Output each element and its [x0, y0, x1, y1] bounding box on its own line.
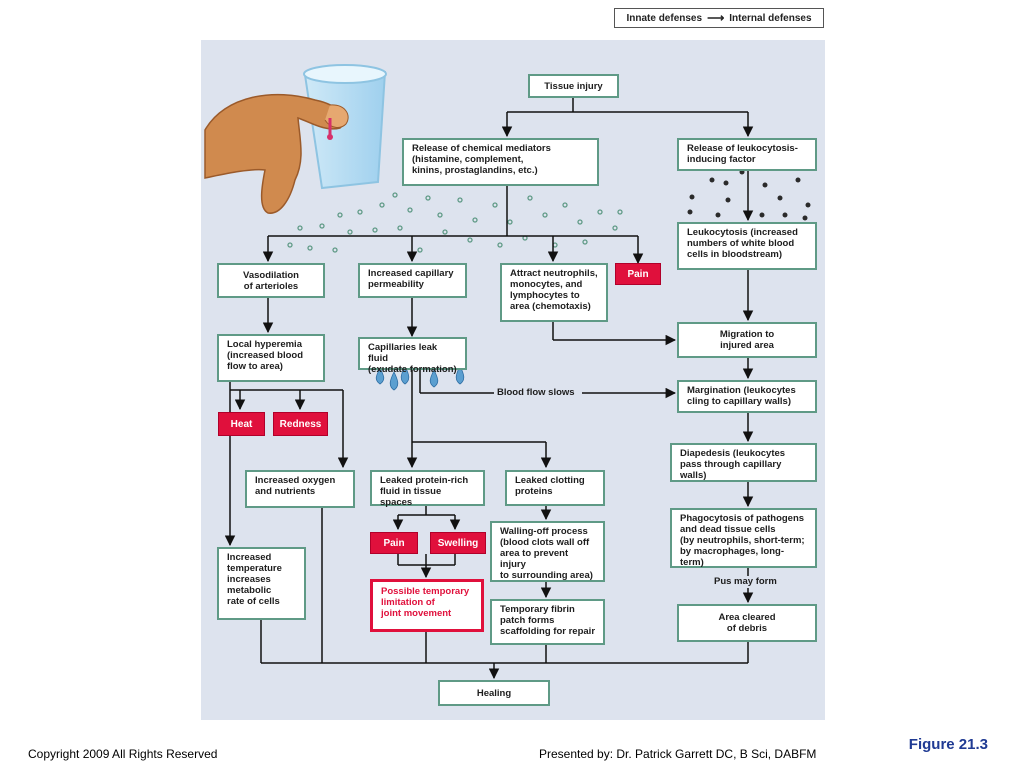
footer-copyright: Copyright 2009 All Rights Reserved — [28, 747, 218, 761]
node-vasodilation: Vasodilation of arterioles — [217, 263, 325, 298]
sign-swelling: Swelling — [430, 532, 486, 554]
legend: Innate defenses ⟶ Internal defenses — [614, 8, 824, 28]
node-leukocytosis-factor: Release of leukocytosis- inducing factor — [677, 138, 817, 171]
node-migration: Migration to injured area — [677, 322, 817, 358]
footer-presenter: Presented by: Dr. Patrick Garrett DC, B … — [539, 747, 817, 761]
node-leaked-clotting: Leaked clotting proteins — [505, 470, 605, 506]
node-diapedesis: Diapedesis (leukocytes pass through capi… — [670, 443, 817, 482]
node-leukocytosis: Leukocytosis (increased numbers of white… — [677, 222, 817, 270]
node-increased-oxygen: Increased oxygen and nutrients — [245, 470, 355, 508]
legend-arrow-icon: ⟶ — [707, 11, 725, 25]
node-joint-movement: Possible temporary limitation of joint m… — [370, 579, 484, 632]
node-local-hyperemia: Local hyperemia (increased blood flow to… — [217, 334, 325, 382]
node-leaked-protein: Leaked protein-rich fluid in tissue spac… — [370, 470, 485, 508]
node-margination: Margination (leukocytes cling to capilla… — [677, 380, 817, 413]
sign-pain-bottom: Pain — [370, 532, 418, 554]
node-tissue-injury: Tissue injury — [528, 74, 619, 98]
sign-redness: Redness — [273, 412, 328, 436]
figure-label: Figure 21.3 — [908, 736, 988, 753]
node-phagocytosis: Phagocytosis of pathogens and dead tissu… — [670, 508, 817, 568]
mediator-dots — [287, 192, 623, 253]
node-area-cleared: Area cleared of debris — [677, 604, 817, 642]
node-capillary-permeability: Increased capillary permeability — [358, 263, 467, 298]
node-capillaries-leak: Capillaries leak fluid (exudate formatio… — [358, 337, 467, 375]
label-blood-flow-slows: Blood flow slows — [494, 387, 578, 398]
legend-internal: Internal defenses — [729, 12, 812, 24]
node-walling-off: Walling-off process (blood clots wall of… — [490, 521, 605, 582]
node-attract-neutrophils: Attract neutrophils, monocytes, and lymp… — [500, 263, 608, 322]
node-healing: Healing — [438, 680, 550, 706]
sign-heat: Heat — [218, 412, 265, 436]
node-fibrin-patch: Temporary fibrin patch forms scaffolding… — [490, 599, 605, 645]
legend-innate: Innate defenses — [626, 12, 703, 24]
hand-cup-illustration — [204, 64, 387, 214]
label-pus-may-form: Pus may form — [711, 576, 780, 587]
node-chemical-mediators: Release of chemical mediators (histamine… — [402, 138, 599, 186]
fluid-droplets — [375, 365, 465, 391]
sign-pain-top: Pain — [615, 263, 661, 285]
node-increased-temperature: Increased temperature increases metaboli… — [217, 547, 306, 620]
leukocyte-dots — [687, 169, 811, 221]
